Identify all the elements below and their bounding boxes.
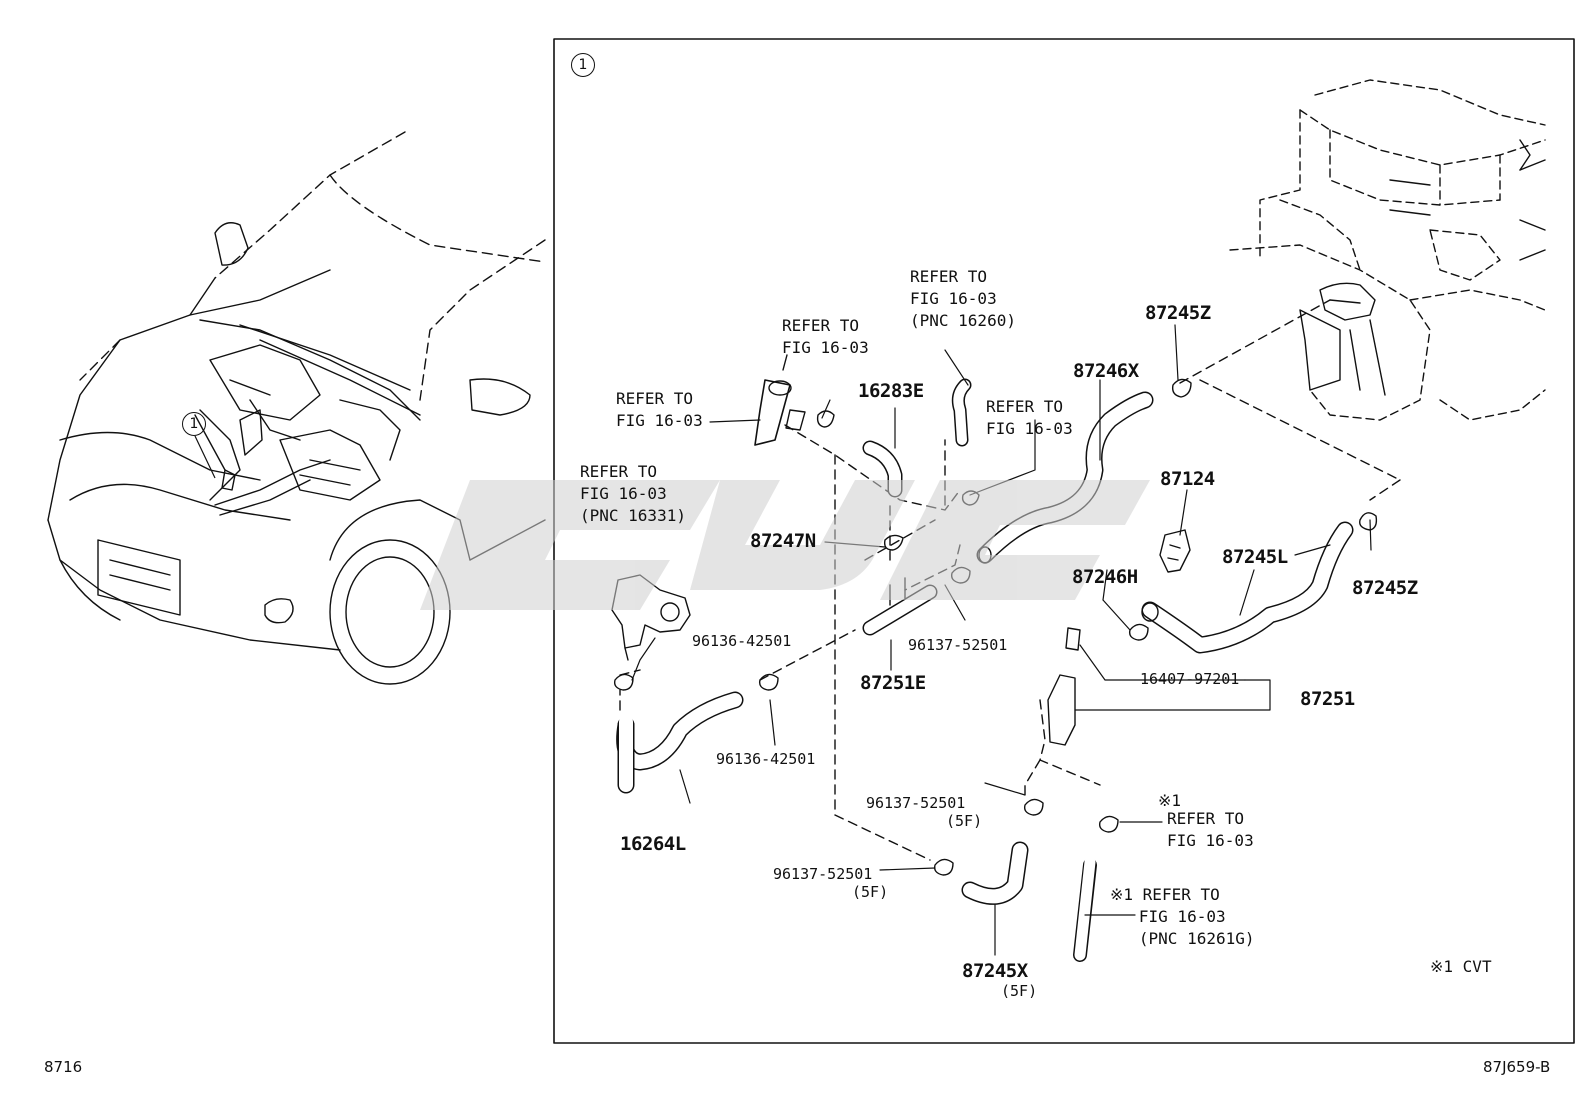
sub-5F-a: (5F) [946,812,983,830]
part-87246X[interactable]: 87246X [1073,360,1139,382]
part-96136-42501-b[interactable]: 96136-42501 [716,750,816,768]
valve-87251 [1047,674,1076,746]
watermark [420,480,1150,610]
ref-left[interactable]: REFER TO FIG 16-03 [616,389,703,430]
callout-circle-car: 1 [182,412,206,436]
part-87245X[interactable]: 87245X [962,960,1028,982]
footer-page-code: 8716 [44,1058,83,1076]
note-cvt: ※1 CVT [1430,957,1492,976]
ref-pnc-16260[interactable]: REFER TO FIG 16-03 (PNC 16260) [910,267,1016,330]
part-87251[interactable]: 87251 [1300,688,1355,710]
ref-cvt-a[interactable]: REFER TO FIG 16-03 [1167,809,1254,850]
ref-upper-left[interactable]: REFER TO FIG 16-03 [782,316,869,357]
part-16264L[interactable]: 16264L [620,833,686,855]
ref-cvt-mark: ※1 [1158,791,1182,810]
part-87124[interactable]: 87124 [1160,468,1215,490]
sub-5F-c: (5F) [1001,982,1038,1000]
water-valve [611,574,691,661]
car-illustration [47,131,546,685]
fitting-upper [754,379,791,446]
leader-lines [631,324,1372,956]
part-96137-52501-mid[interactable]: 96137-52501 [908,636,1008,654]
part-96137-52501-lower[interactable]: 96137-52501 [866,794,966,812]
part-87245Z-right[interactable]: 87245Z [1352,577,1418,599]
footer-illustration-code: 87J659-B [1483,1058,1551,1076]
part-16407-97201[interactable]: 16407-97201 [1140,670,1240,688]
part-87245Z-top[interactable]: 87245Z [1145,302,1211,324]
engine-block [1229,79,1546,421]
part-96136-42501-a[interactable]: 96136-42501 [692,632,792,650]
ref-pnc-16331[interactable]: REFER TO FIG 16-03 (PNC 16331) [580,462,686,525]
sub-5F-b: (5F) [852,883,889,901]
part-16283E[interactable]: 16283E [858,380,924,402]
part-96137-52501-bottom[interactable]: 96137-52501 [773,865,873,883]
part-87245L[interactable]: 87245L [1222,546,1288,568]
part-87251E[interactable]: 87251E [860,672,926,694]
bracket-87124 [1159,529,1191,573]
ref-cvt-pnc-16261G[interactable]: ※1 REFER TO FIG 16-03 (PNC 16261G) [1110,885,1255,948]
callout-circle-frame: 1 [571,53,595,77]
part-87247N[interactable]: 87247N [750,530,816,552]
part-87246H[interactable]: 87246H [1072,566,1138,588]
ref-mid[interactable]: REFER TO FIG 16-03 [986,397,1073,438]
